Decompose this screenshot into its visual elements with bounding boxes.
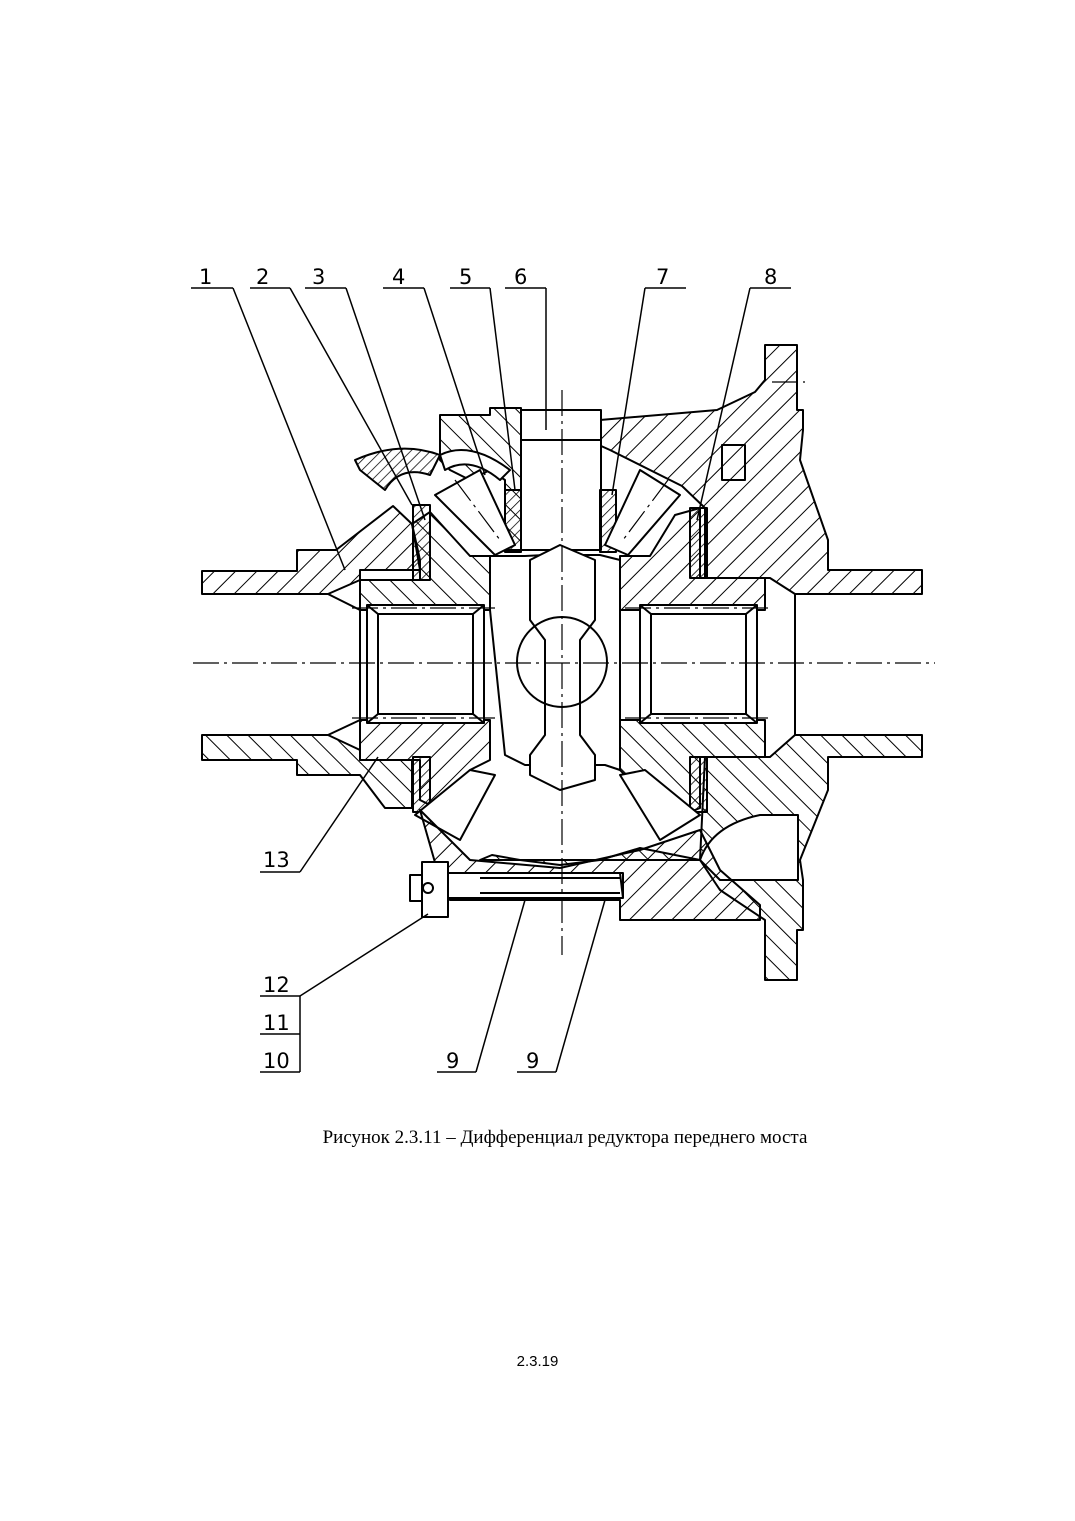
callout-13: 13 <box>263 848 290 872</box>
callout-5: 5 <box>459 265 472 289</box>
pinion-lower-left <box>414 769 496 841</box>
washer-right-vertical <box>689 507 708 579</box>
upper-cover-segment <box>354 447 441 491</box>
callout-12: 12 <box>263 973 290 997</box>
left-bearing-inner <box>377 613 474 715</box>
callout-8: 8 <box>764 265 777 289</box>
callout-11: 11 <box>263 1011 290 1035</box>
left-bore <box>202 593 361 736</box>
bolt-shaft <box>444 872 624 899</box>
callout-9-left: 9 <box>446 1049 459 1073</box>
bolt-pin <box>422 882 434 894</box>
upper-cover-arc <box>439 449 511 481</box>
washer-right-lower <box>689 756 708 813</box>
right-bearing-inner <box>650 613 747 715</box>
pinion-lower-right <box>619 769 701 841</box>
washer-left-vertical <box>412 504 431 581</box>
right-flange-notch <box>721 444 746 481</box>
pinion-upper-left <box>434 469 516 556</box>
callout-3: 3 <box>312 265 325 289</box>
callout-9-right: 9 <box>526 1049 539 1073</box>
pinion-upper-right <box>604 469 681 556</box>
callout-10: 10 <box>263 1049 290 1073</box>
callout-6: 6 <box>514 265 527 289</box>
callout-1: 1 <box>199 265 212 289</box>
page-number: 2.3.19 <box>516 1353 559 1370</box>
callout-2: 2 <box>256 265 269 289</box>
callout-7: 7 <box>656 265 669 289</box>
figure-caption: Рисунок 2.3.11 – Дифференциал редуктора … <box>322 1127 808 1148</box>
right-bore <box>794 593 922 736</box>
cross-pin-shaft-top <box>520 409 602 551</box>
callout-4: 4 <box>392 265 405 289</box>
